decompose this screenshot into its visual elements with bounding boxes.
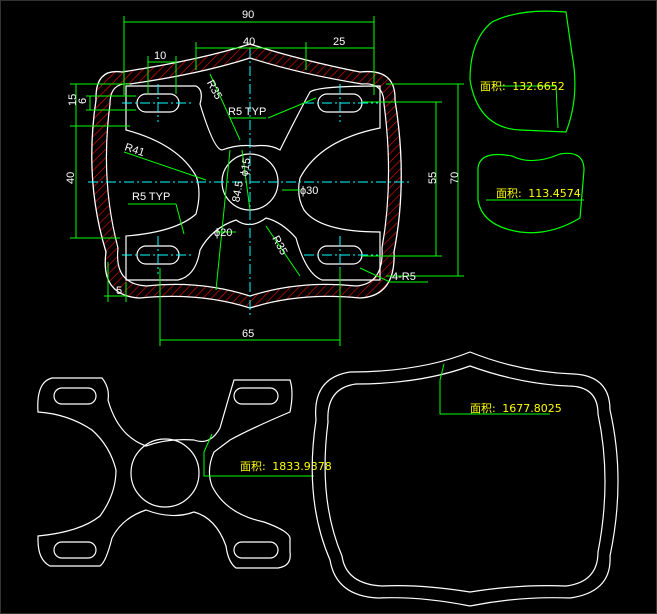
dim-r5-typ-left: R5 TYP bbox=[132, 191, 170, 203]
main-section-view: 90 40 25 10 15 6 40 5 65 55 70 R35 R5 TY… bbox=[65, 9, 464, 346]
dim-15: 15 bbox=[67, 94, 79, 106]
dim-25: 25 bbox=[333, 36, 345, 48]
area-label-ring: 面积: bbox=[470, 402, 496, 415]
dim-70: 70 bbox=[449, 172, 461, 184]
area-label-top: 面积: bbox=[480, 80, 506, 93]
area-value-mid: 113.4574 bbox=[528, 187, 581, 200]
cross-part-view: 面积: 1833.9378 bbox=[37, 377, 332, 569]
dim-4-r5: 4-R5 bbox=[392, 271, 416, 283]
cross-part-profile bbox=[37, 377, 293, 569]
ring-outer bbox=[311, 351, 619, 607]
svg-text:面积: 113.4574: 面积: 113.4574 bbox=[496, 187, 581, 200]
dim-6: 6 bbox=[77, 98, 89, 104]
dimension-lines bbox=[70, 16, 464, 346]
dim-phi20: ϕ20 bbox=[214, 227, 232, 239]
cross-slot-br bbox=[233, 541, 279, 559]
area-shape-top: 面积: 132.6652 bbox=[469, 10, 576, 133]
hatched-wall-inner bbox=[105, 57, 390, 297]
cross-part-bore bbox=[130, 438, 200, 508]
centerlines bbox=[88, 48, 410, 318]
dim-40-left: 40 bbox=[65, 172, 77, 184]
dim-r41: R41 bbox=[123, 141, 146, 159]
dim-55: 55 bbox=[427, 172, 439, 184]
dim-10: 10 bbox=[154, 50, 166, 62]
cross-slot-tr bbox=[233, 387, 279, 405]
dim-r5-typ-top: R5 TYP bbox=[228, 106, 266, 118]
area-value-cross: 1833.9378 bbox=[272, 460, 332, 473]
ring-inner bbox=[324, 365, 606, 593]
ring-part-view: 面积: 1677.8025 bbox=[311, 351, 619, 607]
dim-65: 65 bbox=[242, 328, 254, 340]
dim-phi30: ϕ30 bbox=[300, 185, 318, 197]
area-label-cross: 面积: bbox=[240, 460, 266, 473]
area-value-top: 132.6652 bbox=[512, 80, 565, 93]
cross-slot-tl bbox=[53, 387, 97, 405]
cross-part-outline bbox=[125, 85, 381, 281]
area-value-ring: 1677.8025 bbox=[502, 402, 562, 415]
dim-slanted-a: 84.5 bbox=[230, 180, 246, 203]
dim-40: 40 bbox=[243, 36, 255, 48]
area-shape-mid: 面积: 113.4574 bbox=[477, 152, 585, 234]
svg-text:面积: 1677.8025: 面积: 1677.8025 bbox=[470, 402, 562, 415]
svg-text:面积: 132.6652: 面积: 132.6652 bbox=[480, 80, 565, 93]
cross-slot-bl bbox=[53, 541, 97, 559]
dim-slanted-b: ϕ15 bbox=[238, 157, 253, 177]
dim-90: 90 bbox=[242, 9, 254, 21]
area-label-mid: 面积: bbox=[496, 187, 522, 200]
dim-5: 5 bbox=[116, 285, 122, 297]
svg-text:面积: 1833.9378: 面积: 1833.9378 bbox=[240, 460, 332, 473]
